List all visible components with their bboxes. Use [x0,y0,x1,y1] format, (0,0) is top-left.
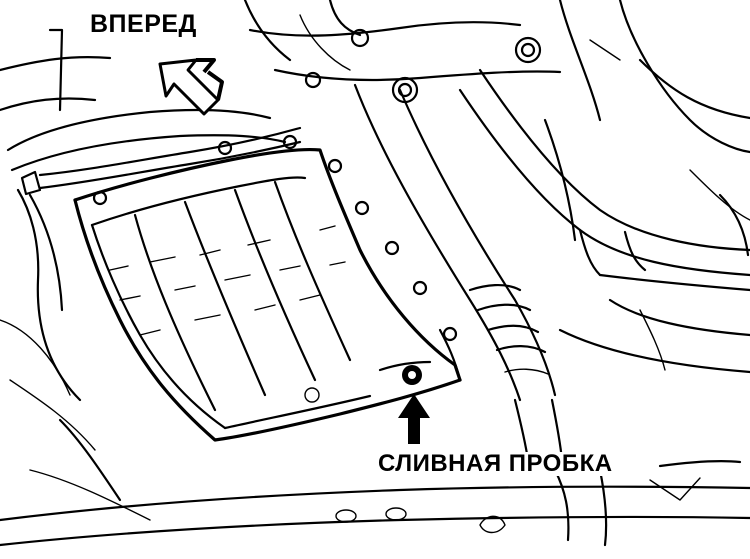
solid-arrow-up-icon [398,394,430,444]
left-body-structure [0,28,287,521]
forward-arrow-icon [158,58,224,116]
bottom-crossmember [0,468,750,547]
right-pipe-structure [458,68,750,374]
driveshaft [353,83,564,462]
transmission-housing [243,0,750,154]
oil-pan [73,134,462,442]
drain-plug [402,365,422,385]
housing-bolts [217,28,542,156]
drain-label-leader [658,460,742,468]
forward-label: ВПЕРЕД [90,10,197,38]
pan-edge-pipe [20,126,302,196]
drain-plug-label: СЛИВНАЯ ПРОБКА [378,450,613,477]
